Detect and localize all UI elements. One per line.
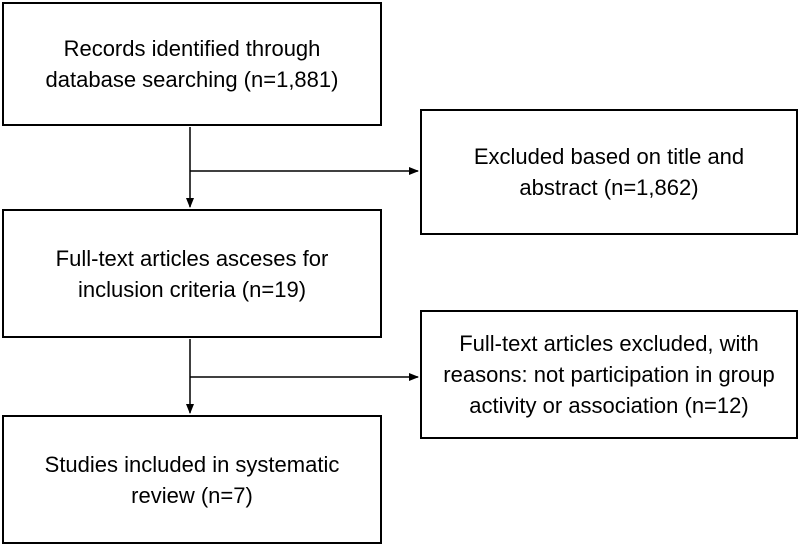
fulltext-excluded-text: Full-text articles excluded, with reason… (443, 331, 775, 418)
studies-included-text: Studies included in systematic review (n… (44, 451, 340, 508)
fulltext-excluded-box: Full-text articles excluded, with reason… (420, 310, 798, 439)
records-identified-text: Records identified through database sear… (45, 36, 339, 92)
studies-included-box: Studies included in systematic review (n… (2, 415, 382, 544)
excluded-title-abstract-text: Excluded based on title and abstract (n=… (473, 144, 745, 200)
fulltext-assessed-box: Full-text articles asceses for inclusion… (2, 209, 382, 338)
excluded-title-abstract-box: Excluded based on title and abstract (n=… (420, 109, 798, 235)
records-identified-box: Records identified through database sear… (2, 2, 382, 126)
fulltext-assessed-text: Full-text articles asceses for inclusion… (55, 245, 329, 302)
